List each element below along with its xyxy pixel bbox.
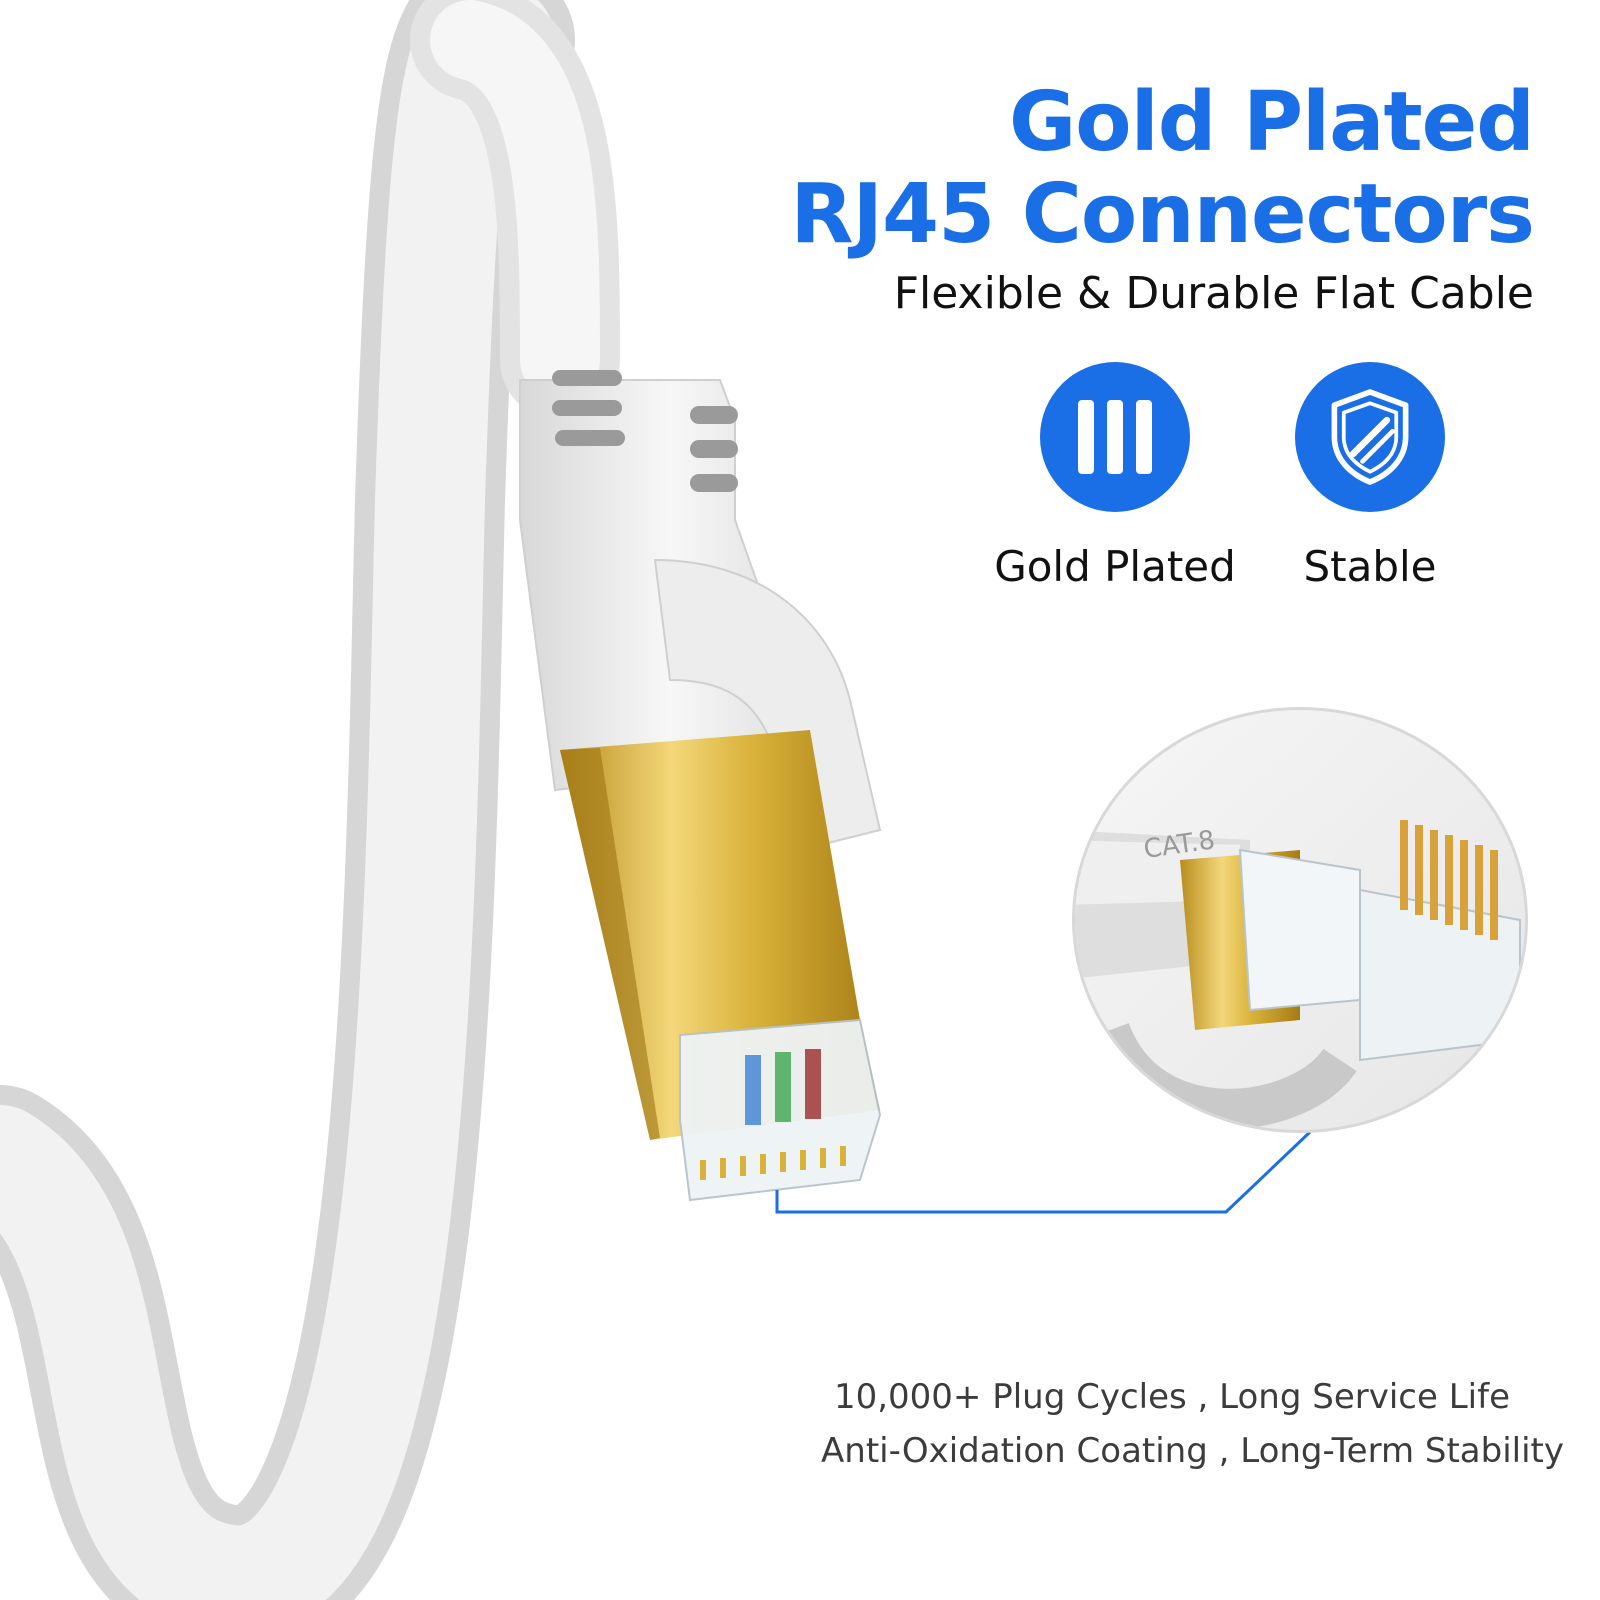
boot-grip-slots [552,370,738,492]
vertical-bars-icon [1040,362,1190,512]
feature-gold-plated: Gold Plated [970,362,1260,591]
feature-badge [1295,362,1445,512]
headline-line-2: RJ45 Connectors [790,167,1535,262]
latch-clip [653,558,882,852]
plug-contacts [700,1146,846,1180]
shield-icon [1295,362,1445,512]
feature-stable: Stable [1225,362,1515,591]
plug-wires [745,1049,821,1125]
callout-line [775,1130,1312,1214]
subtitle: Flexible & Durable Flat Cable [893,268,1534,319]
benefit-notes: 10,000+ Plug Cycles , Long Service Life … [821,1370,1564,1478]
feature-label: Gold Plated [994,542,1236,591]
detail-inset: CAT.8 [1072,707,1528,1133]
feature-badge [1040,362,1190,512]
benefit-note-2: Anti-Oxidation Coating , Long-Term Stabi… [821,1431,1564,1471]
headline: Gold Plated RJ45 Connectors [790,75,1535,262]
benefit-note-1: 10,000+ Plug Cycles , Long Service Life [833,1377,1510,1417]
headline-line-1: Gold Plated [1008,75,1535,170]
feature-label: Stable [1303,542,1437,591]
